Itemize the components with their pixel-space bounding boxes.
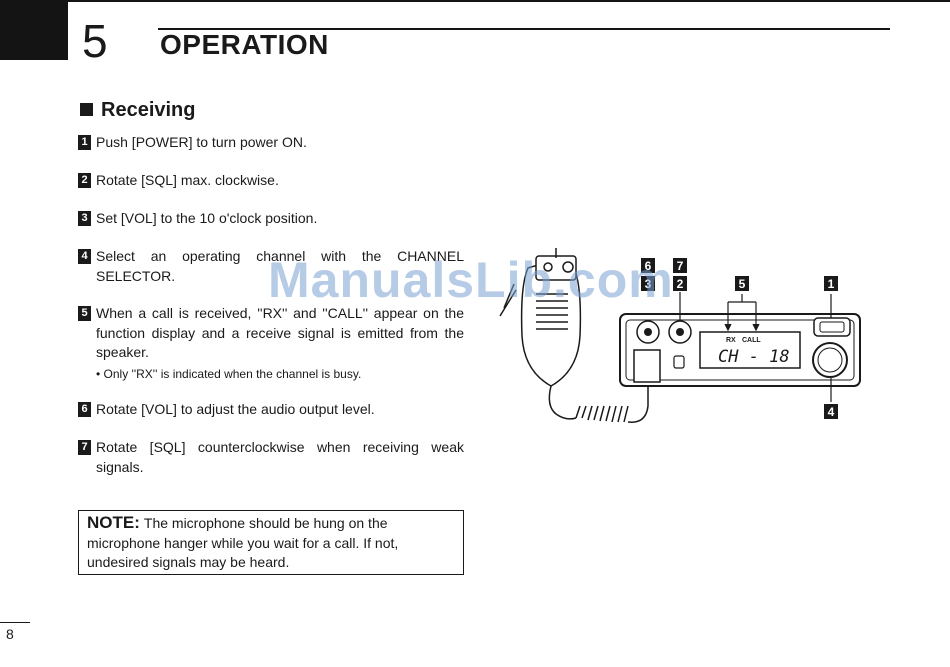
svg-text:2: 2 (677, 277, 684, 291)
step-number: 2 (78, 173, 91, 188)
title-rule (158, 28, 890, 30)
step-number: 3 (78, 211, 91, 226)
step-text: When a call is received, ''RX'' and ''CA… (96, 305, 464, 360)
step-2: 2 Rotate [SQL] max. clockwise. (78, 171, 464, 191)
step-number: 7 (78, 440, 91, 455)
svg-text:1: 1 (828, 277, 835, 291)
callout-7: 7 (673, 258, 687, 273)
display-channel: CH - 18 (718, 347, 790, 367)
note-label: NOTE: (87, 513, 140, 532)
svg-text:7: 7 (677, 259, 684, 273)
microphone-icon (499, 248, 582, 420)
step-5: 5 When a call is received, ''RX'' and ''… (78, 304, 464, 384)
callout-4: 4 (824, 404, 838, 419)
radio-body: RX CALL CH - 18 (619, 313, 861, 387)
function-display (699, 331, 801, 369)
display-call: CALL (742, 337, 761, 344)
callout-1: 1 (824, 276, 838, 291)
page-number-rule (0, 622, 30, 623)
step-number: 5 (78, 306, 91, 321)
step-number: 6 (78, 402, 91, 417)
step-text: Rotate [SQL] max. clockwise. (96, 172, 279, 188)
svg-text:3: 3 (645, 277, 652, 291)
radio-diagram: RX CALL CH - 18 6 7 3 2 5 (499, 248, 861, 423)
callout-2: 2 (673, 276, 687, 291)
callout-5: 5 (735, 276, 749, 291)
callout-lines (679, 292, 832, 402)
square-bullet-icon (80, 103, 93, 116)
step-text: Push [POWER] to turn power ON. (96, 134, 307, 150)
step-3: 3 Set [VOL] to the 10 o'clock position. (78, 209, 464, 229)
chapter-tab (0, 0, 68, 60)
step-6: 6 Rotate [VOL] to adjust the audio outpu… (78, 400, 464, 420)
step-7: 7 Rotate [SQL] counterclockwise when rec… (78, 438, 464, 477)
page-number: 8 (6, 626, 14, 642)
step-text: Select an operating channel with the CHA… (96, 248, 464, 284)
step-text: Rotate [VOL] to adjust the audio output … (96, 401, 375, 417)
svg-text:6: 6 (645, 259, 652, 273)
step-4: 4 Select an operating channel with the C… (78, 247, 464, 286)
section-heading: Receiving (80, 99, 195, 122)
callout-6: 6 (641, 258, 655, 273)
section-title: Receiving (101, 99, 196, 121)
header-rule (68, 0, 950, 2)
mic-jack (633, 349, 661, 383)
svg-text:5: 5 (739, 277, 746, 291)
note-box: NOTE:The microphone should be hung on th… (78, 510, 464, 575)
step-number: 1 (78, 135, 91, 150)
note-text: The microphone should be hung on the mic… (87, 515, 399, 570)
display-rx: RX (726, 337, 736, 344)
svg-text:4: 4 (828, 405, 835, 419)
watermark: ManualsLib.com (268, 252, 674, 308)
step-1: 1 Push [POWER] to turn power ON. (78, 133, 464, 153)
callout-3: 3 (641, 276, 655, 291)
chapter-title: OPERATION (160, 29, 329, 60)
step-subnote: • Only ''RX'' is indicated when the chan… (96, 366, 362, 381)
step-text: Rotate [SQL] counterclockwise when recei… (96, 439, 464, 475)
step-number: 4 (78, 249, 91, 264)
step-text: Set [VOL] to the 10 o'clock position. (96, 210, 318, 226)
chapter-number: 5 (82, 15, 108, 67)
coiled-cord (575, 366, 649, 423)
